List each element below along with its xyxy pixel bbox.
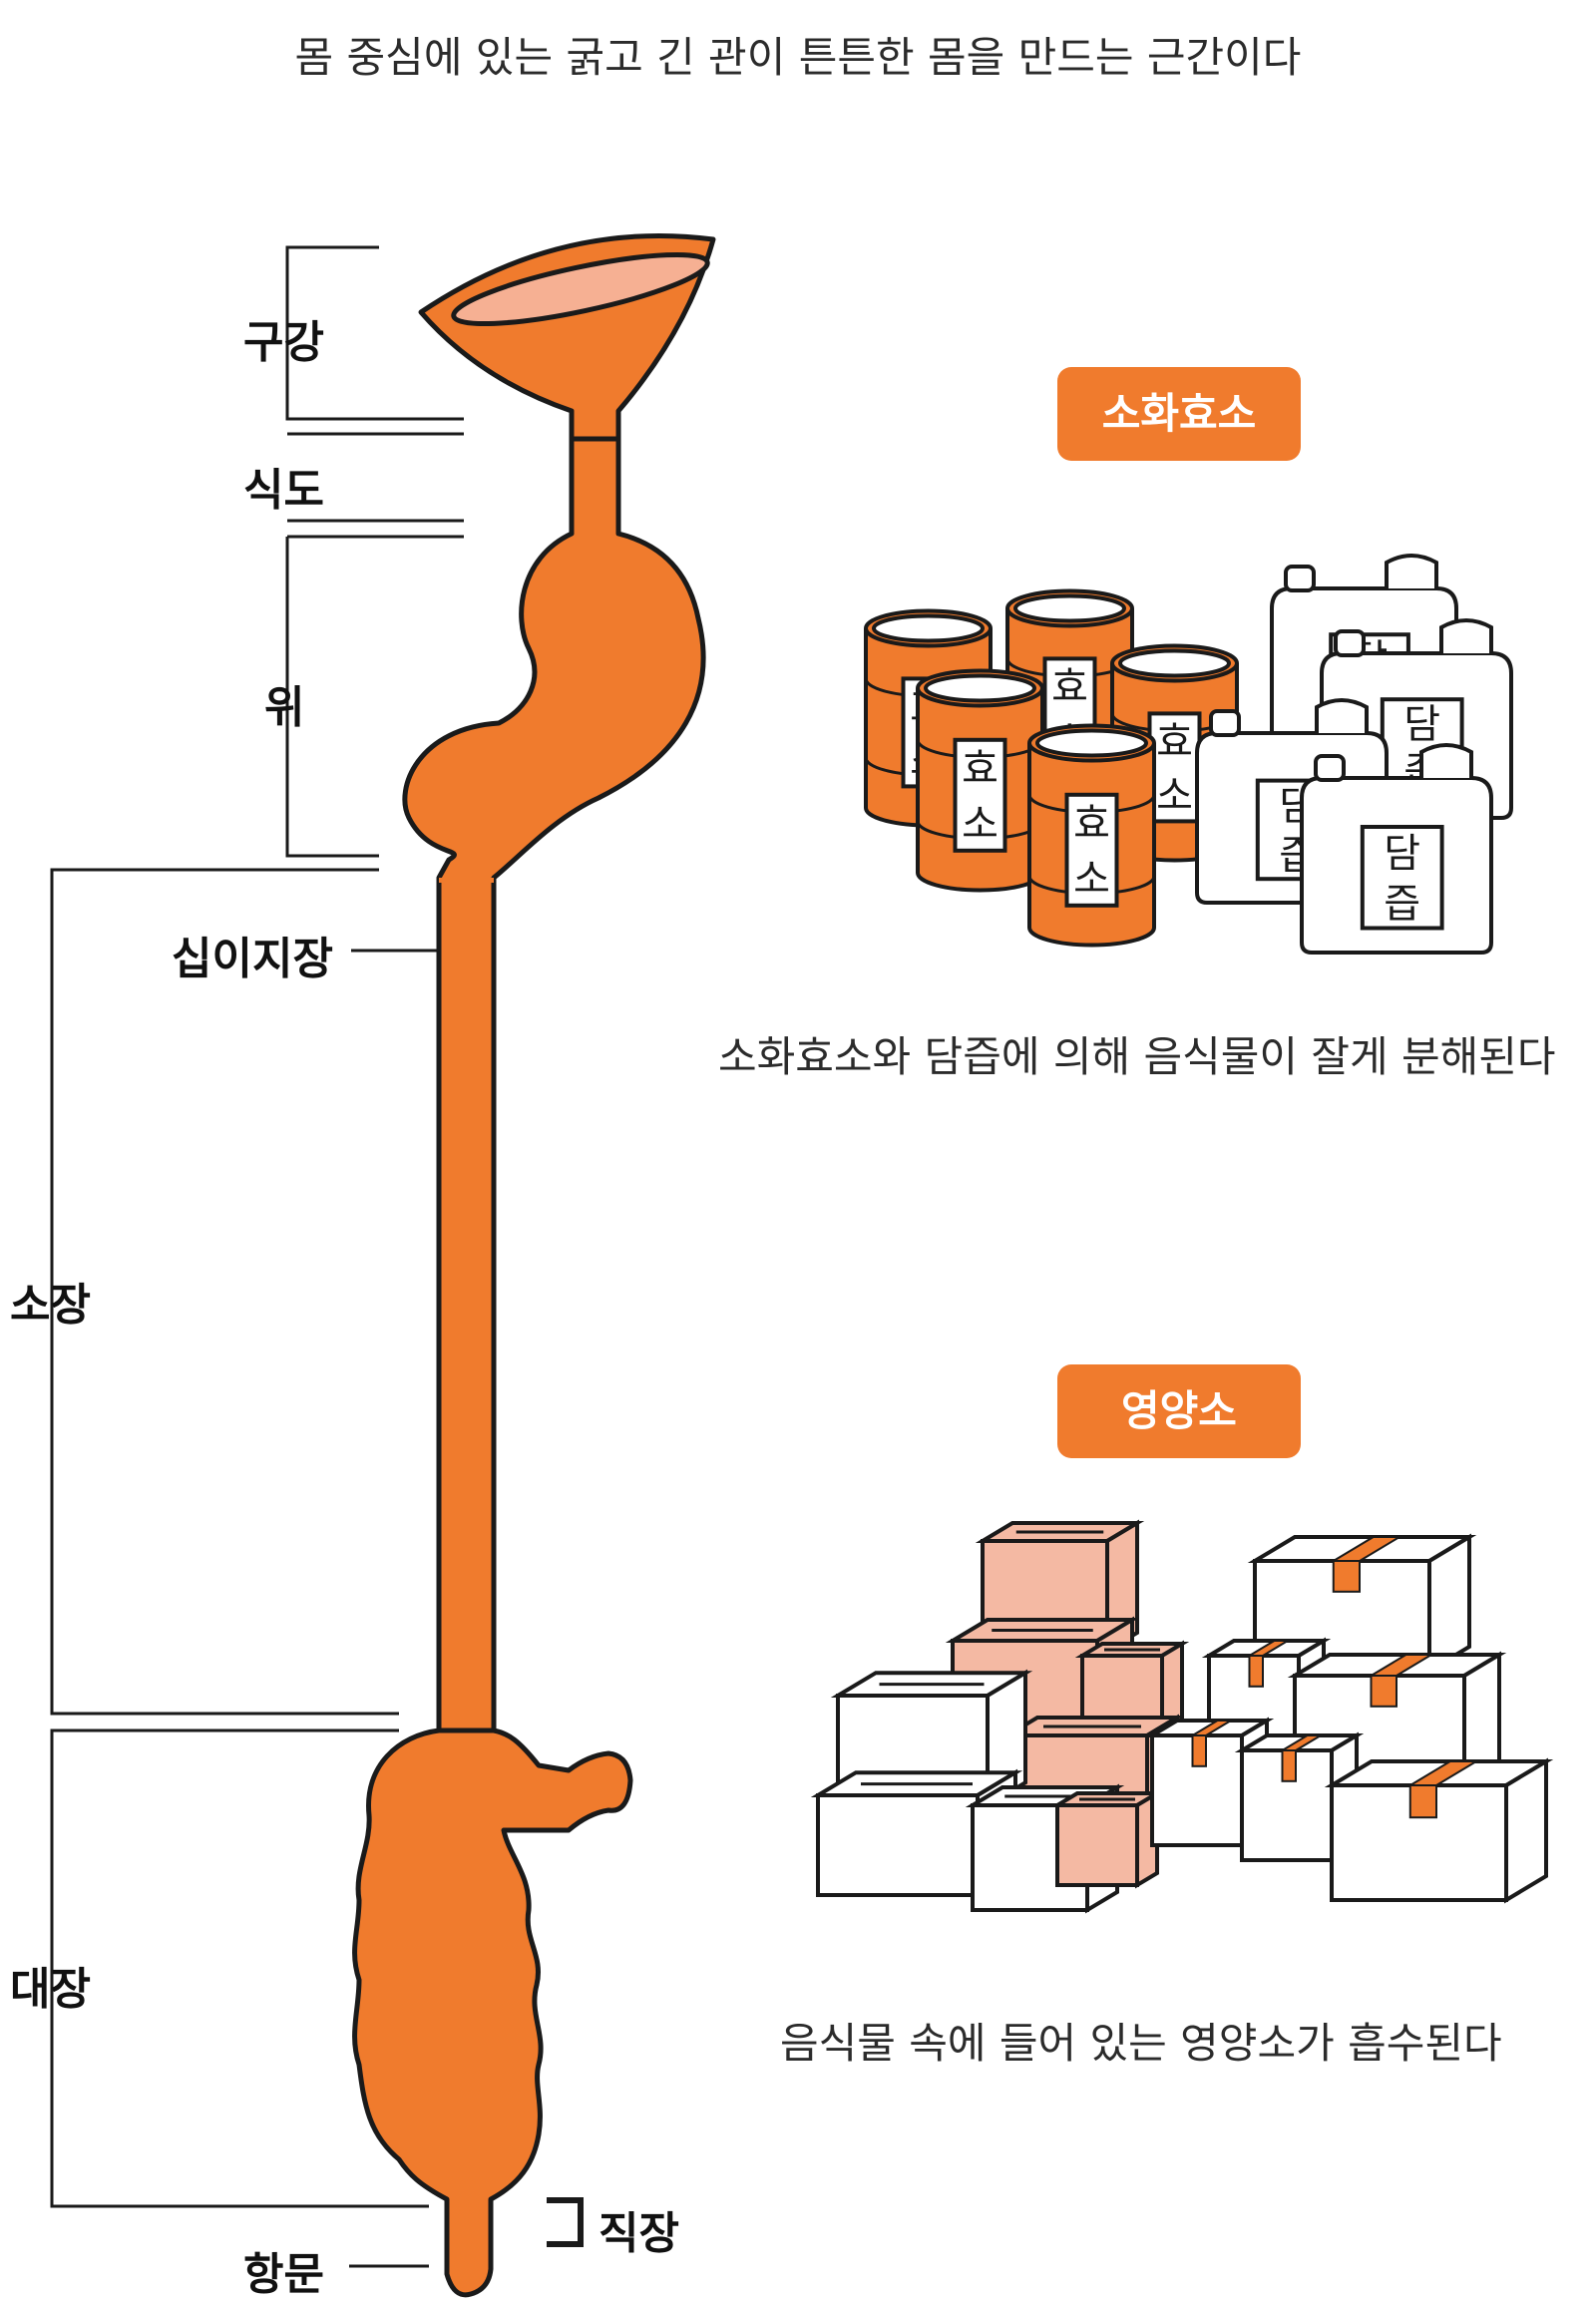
nutrient-caption: 음식물 속에 들어 있는 영양소가 흡수된다 bbox=[780, 2019, 1502, 2068]
bile-jug-label-char: 담 bbox=[1384, 831, 1420, 877]
bile-jug-label-box bbox=[1360, 825, 1444, 931]
bile-jug-label-char: 즙 bbox=[1384, 882, 1420, 928]
enzyme-can-label-char: 소 bbox=[1156, 773, 1193, 819]
bracket-large-intestine bbox=[50, 1728, 429, 2208]
small-intestine-tube bbox=[439, 878, 494, 1730]
bile-jug: 담즙 bbox=[1300, 743, 1493, 955]
enzyme-can-label-char: 소 bbox=[1073, 856, 1110, 902]
large-intestine-shape bbox=[352, 1727, 633, 2298]
pointer-rectum bbox=[547, 2197, 584, 2247]
label-stomach: 위 bbox=[264, 682, 305, 733]
nutrients-illustration bbox=[810, 1519, 1554, 1914]
label-esophagus: 식도 bbox=[243, 465, 324, 516]
enzyme-can: 효소 bbox=[1027, 723, 1156, 948]
enzymes-illustration: 담즙담즙효소효소효소담즙담즙효소효소 bbox=[864, 554, 1513, 955]
enzyme-badge: 소화효소 bbox=[1057, 367, 1301, 461]
enzyme-can-label-char: 소 bbox=[962, 801, 998, 847]
enzyme-can-label-char: 효 bbox=[1156, 719, 1193, 765]
label-brackets bbox=[50, 245, 584, 2268]
label-anus: 항문 bbox=[243, 2249, 324, 2300]
label-duodenum: 십이지장 bbox=[172, 934, 333, 984]
label-mouth: 구강 bbox=[243, 317, 324, 368]
digestive-tract bbox=[352, 232, 716, 2298]
enzyme-can-label-char: 효 bbox=[962, 746, 998, 792]
mouth-opening bbox=[451, 251, 710, 327]
bracket-small-intestine bbox=[50, 868, 399, 1716]
nutrient-badge: 영양소 bbox=[1057, 1364, 1301, 1458]
label-large-intestine: 대장 bbox=[10, 1964, 91, 2015]
nutrient-box bbox=[1049, 1789, 1165, 1889]
enzyme-can: 효소 bbox=[916, 668, 1044, 893]
page-title: 몸 중심에 있는 굵고 긴 관이 튼튼한 몸을 만드는 근간이다 bbox=[294, 33, 1302, 82]
nutrient-box bbox=[1324, 1757, 1554, 1904]
enzyme-can-label-char: 효 bbox=[1073, 801, 1110, 847]
label-small-intestine: 소장 bbox=[10, 1280, 91, 1331]
enzyme-can-label-char: 효 bbox=[1051, 664, 1088, 710]
bracket-mouth bbox=[285, 245, 464, 421]
bracket-stomach bbox=[285, 535, 464, 858]
bile-jug-label-char: 담 bbox=[1403, 702, 1440, 748]
enzyme-caption: 소화효소와 담즙에 의해 음식물이 잘게 분해된다 bbox=[718, 1032, 1556, 1081]
label-rectum: 직장 bbox=[598, 2208, 679, 2259]
enzyme-can-label-box bbox=[1064, 792, 1119, 908]
enzyme-can-label-box bbox=[953, 737, 1007, 853]
